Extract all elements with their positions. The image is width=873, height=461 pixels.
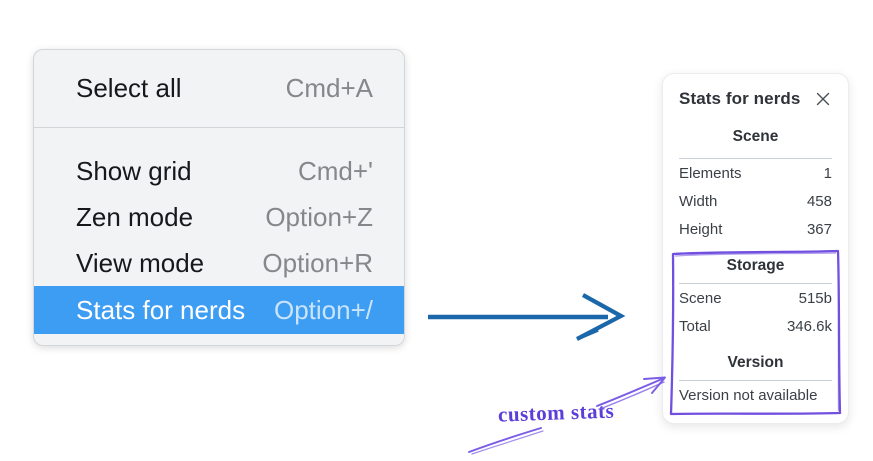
menu-item-shortcut: Option+/ <box>273 294 373 325</box>
section-header-scene: Scene <box>732 128 779 145</box>
stat-label: Elements <box>679 164 742 182</box>
divider <box>679 380 832 381</box>
menu-item-zen-mode[interactable]: Zen mode Option+Z <box>34 194 404 240</box>
menu-item-label: Zen mode <box>76 201 194 232</box>
context-menu: Select all Cmd+A Show grid Cmd+' Zen mod… <box>33 49 405 346</box>
divider <box>679 158 832 159</box>
menu-item-shortcut: Option+Z <box>265 201 373 232</box>
stat-value: 367 <box>806 220 832 238</box>
stat-label: Width <box>679 192 718 210</box>
stat-row-width: Width 458 <box>679 187 832 215</box>
annotation-custom-stats: custom stats <box>497 398 615 427</box>
menu-item-label: View mode <box>76 247 205 278</box>
stat-row-total-storage: Total 346.6k <box>679 312 832 340</box>
stat-value: 346.6k <box>786 317 832 335</box>
menu-item-shortcut: Option+R <box>262 247 373 278</box>
stat-value: 1 <box>823 164 832 182</box>
section-header-version: Version <box>727 354 784 371</box>
stat-value: 515b <box>798 289 832 307</box>
close-icon[interactable] <box>814 90 832 108</box>
right-arrow-icon <box>428 293 626 341</box>
menu-item-shortcut: Cmd+' <box>297 155 373 186</box>
menu-item-view-mode[interactable]: View mode Option+R <box>34 240 404 286</box>
version-note: Version not available <box>679 387 818 404</box>
menu-item-stats-for-nerds[interactable]: Stats for nerds Option+/ <box>34 286 404 334</box>
stats-for-nerds-panel: Stats for nerds Scene Elements 1 Width 4… <box>662 73 849 424</box>
menu-group: Show grid Cmd+' Zen mode Option+Z View m… <box>34 128 404 345</box>
panel-title: Stats for nerds <box>679 89 801 108</box>
stat-row-scene-storage: Scene 515b <box>679 284 832 312</box>
menu-item-shortcut: Cmd+A <box>285 73 373 103</box>
stat-row-height: Height 367 <box>679 215 832 243</box>
menu-item-label: Show grid <box>76 155 192 186</box>
menu-item-label: Stats for nerds <box>76 294 246 325</box>
stat-label: Height <box>679 220 723 238</box>
menu-item-label: Select all <box>76 73 182 103</box>
stat-row-elements: Elements 1 <box>679 159 832 187</box>
panel-header: Stats for nerds <box>679 86 832 112</box>
stat-label: Scene <box>679 289 722 307</box>
menu-item-show-grid[interactable]: Show grid Cmd+' <box>34 148 404 194</box>
stat-label: Total <box>679 317 711 335</box>
stat-value: 458 <box>806 192 832 210</box>
menu-item-select-all[interactable]: Select all Cmd+A <box>34 50 404 128</box>
section-header-storage: Storage <box>726 257 785 274</box>
hand-drawn-line-icon <box>468 427 544 455</box>
